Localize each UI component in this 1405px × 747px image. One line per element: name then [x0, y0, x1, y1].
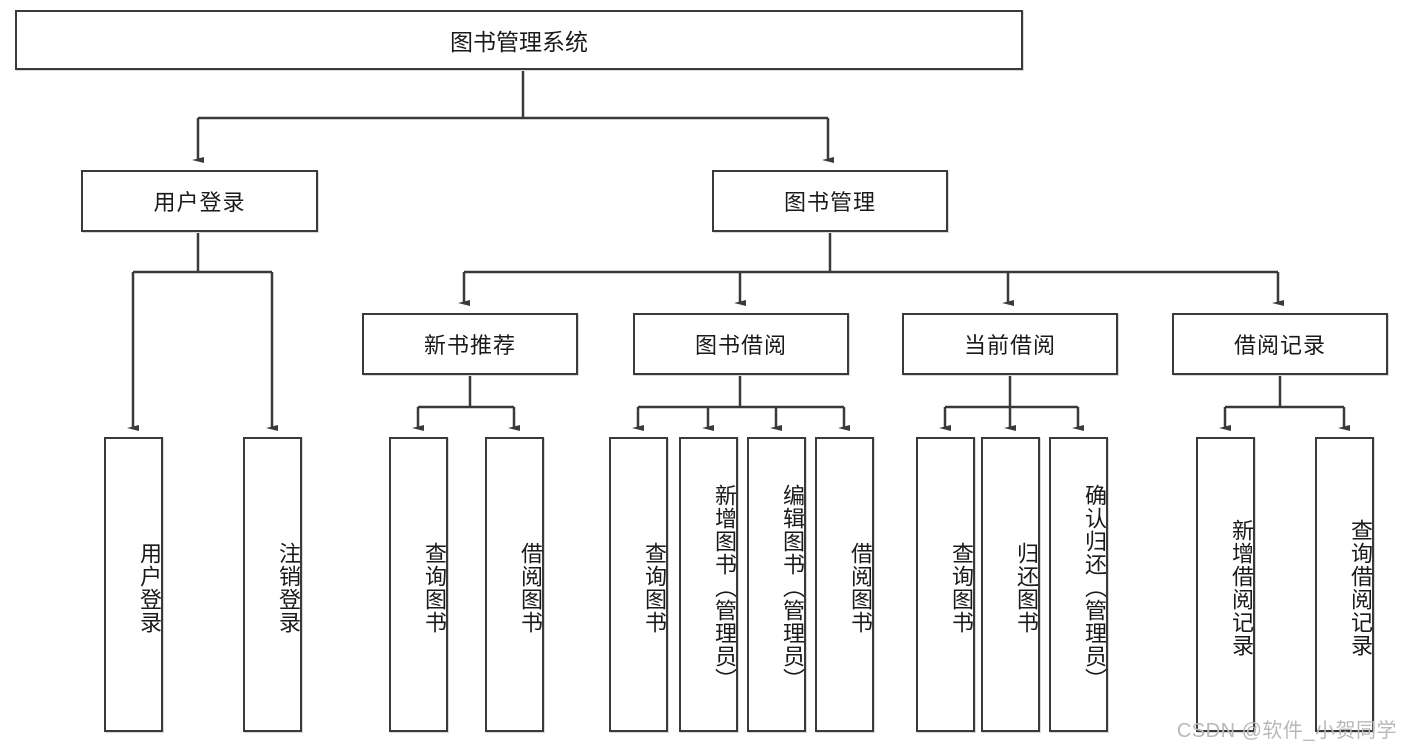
leaf-add-record[interactable]: 新增借阅记录 [1196, 437, 1255, 732]
leaf-label: 新增图书（管理员） [712, 484, 737, 691]
leaf-edit-book[interactable]: 编辑图书（管理员） [747, 437, 806, 732]
csdn-watermark: CSDN @软件_小贺同学 [1176, 720, 1397, 742]
leaf-add-book[interactable]: 新增图书（管理员） [679, 437, 738, 732]
leaf-confirm-return[interactable]: 确认归还（管理员） [1049, 437, 1108, 732]
leaf-label: 借阅图书 [848, 541, 873, 634]
node-book-management[interactable]: 图书管理 [712, 170, 948, 232]
leaf-label: 用户登录 [137, 541, 162, 634]
leaf-logout[interactable]: 注销登录 [243, 437, 302, 732]
leaf-label: 查询图书 [949, 541, 974, 634]
leaf-query-record[interactable]: 查询借阅记录 [1315, 437, 1374, 732]
leaf-label: 编辑图书（管理员） [780, 484, 805, 691]
leaf-borrow-book-1[interactable]: 借阅图书 [485, 437, 544, 732]
leaf-label: 查询图书 [422, 541, 447, 634]
leaf-label: 注销登录 [276, 541, 301, 634]
node-root-system[interactable]: 图书管理系统 [15, 10, 1023, 70]
node-book-borrow[interactable]: 图书借阅 [633, 313, 849, 375]
leaf-return-book[interactable]: 归还图书 [981, 437, 1040, 732]
node-new-book-recommend[interactable]: 新书推荐 [362, 313, 578, 375]
leaf-label: 查询借阅记录 [1348, 518, 1373, 657]
leaf-label: 查询图书 [642, 541, 667, 634]
node-user-login[interactable]: 用户登录 [81, 170, 318, 232]
leaf-label: 新增借阅记录 [1229, 518, 1254, 657]
leaf-query-book-3[interactable]: 查询图书 [916, 437, 975, 732]
leaf-label: 归还图书 [1014, 541, 1039, 634]
leaf-borrow-book-2[interactable]: 借阅图书 [815, 437, 874, 732]
leaf-label: 确认归还（管理员） [1082, 484, 1107, 691]
leaf-label: 借阅图书 [518, 541, 543, 634]
node-borrow-record[interactable]: 借阅记录 [1172, 313, 1388, 375]
leaf-user-login[interactable]: 用户登录 [104, 437, 163, 732]
leaf-query-book-1[interactable]: 查询图书 [389, 437, 448, 732]
node-current-borrow[interactable]: 当前借阅 [902, 313, 1118, 375]
leaf-query-book-2[interactable]: 查询图书 [609, 437, 668, 732]
